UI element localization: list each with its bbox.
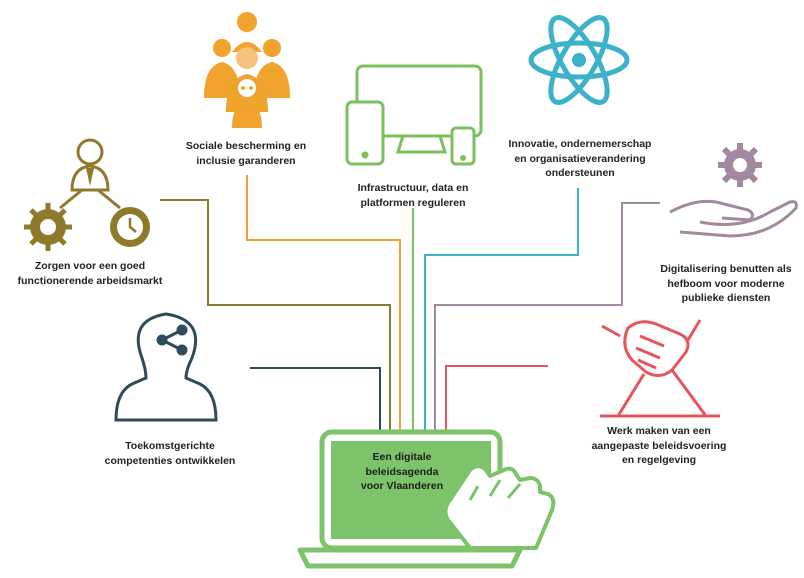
label-innovatie-line2: en organisatieverandering <box>514 152 646 165</box>
label-innovatie-line1: Innovatie, ondernemerschap <box>508 138 652 150</box>
label-infra-line2: platformen reguleren <box>360 196 466 209</box>
label-regelgeving-line1: Werk maken van een <box>607 425 711 437</box>
label-sociale: Sociale bescherming en inclusie garander… <box>176 139 316 168</box>
label-arbeid: Zorgen voor een goed functionerende arbe… <box>6 259 174 288</box>
laptop-touch-icon <box>297 429 556 569</box>
label-regelgeving: Werk maken van een aangepaste beleidsvoe… <box>584 424 734 468</box>
connector-competenties <box>250 367 381 432</box>
label-competenties-line1: Toekomstgerichte <box>125 440 215 452</box>
label-arbeid-line2: functionerende arbeidsmarkt <box>17 274 163 287</box>
label-innovatie-line3: ondersteunen <box>545 167 615 179</box>
atom-icon <box>528 15 630 105</box>
label-digitalisering-line1: Digitalisering benutten als <box>660 263 792 275</box>
connector-regelgeving <box>445 365 548 432</box>
people-group-icon <box>204 12 290 128</box>
connector-innovatie <box>424 188 579 432</box>
label-competenties: Toekomstgerichte competenties ontwikkele… <box>92 439 248 468</box>
label-innovatie: Innovatie, ondernemerschap en organisati… <box>500 137 660 181</box>
label-sociale-line1: Sociale bescherming en <box>185 140 307 152</box>
label-sociale-line2: inclusie garanderen <box>196 154 296 167</box>
label-infra: Infrastructuur, data en platformen regul… <box>342 181 484 210</box>
connector-digitalisering <box>434 202 660 432</box>
center-title-line2: voor Vlaanderen <box>360 480 444 492</box>
label-regelgeving-line3: en regelgeving <box>621 454 697 466</box>
hand-gear-icon <box>669 143 798 238</box>
center-title: Een digitale beleidsagenda voor Vlaander… <box>338 450 466 494</box>
center-title-line1: Een digitale beleidsagenda <box>365 451 439 478</box>
devices-icon <box>345 64 483 166</box>
label-regelgeving-line2: aangepaste beleidsvoering <box>591 439 727 452</box>
label-arbeid-line1: Zorgen voor een goed <box>34 260 146 272</box>
label-infra-line1: Infrastructuur, data en <box>357 182 469 194</box>
handshake-icon <box>600 319 720 418</box>
connector-arbeid <box>160 199 391 432</box>
label-digitalisering: Digitalisering benutten als hefboom voor… <box>650 262 802 306</box>
head-share-icon <box>114 312 218 422</box>
label-digitalisering-line3: publieke diensten <box>681 292 771 304</box>
connector-sociale <box>246 175 401 432</box>
worker-gear-clock-icon <box>24 138 150 251</box>
label-digitalisering-line2: hefboom voor moderne <box>667 277 785 290</box>
label-competenties-line2: competenties ontwikkelen <box>104 454 236 467</box>
